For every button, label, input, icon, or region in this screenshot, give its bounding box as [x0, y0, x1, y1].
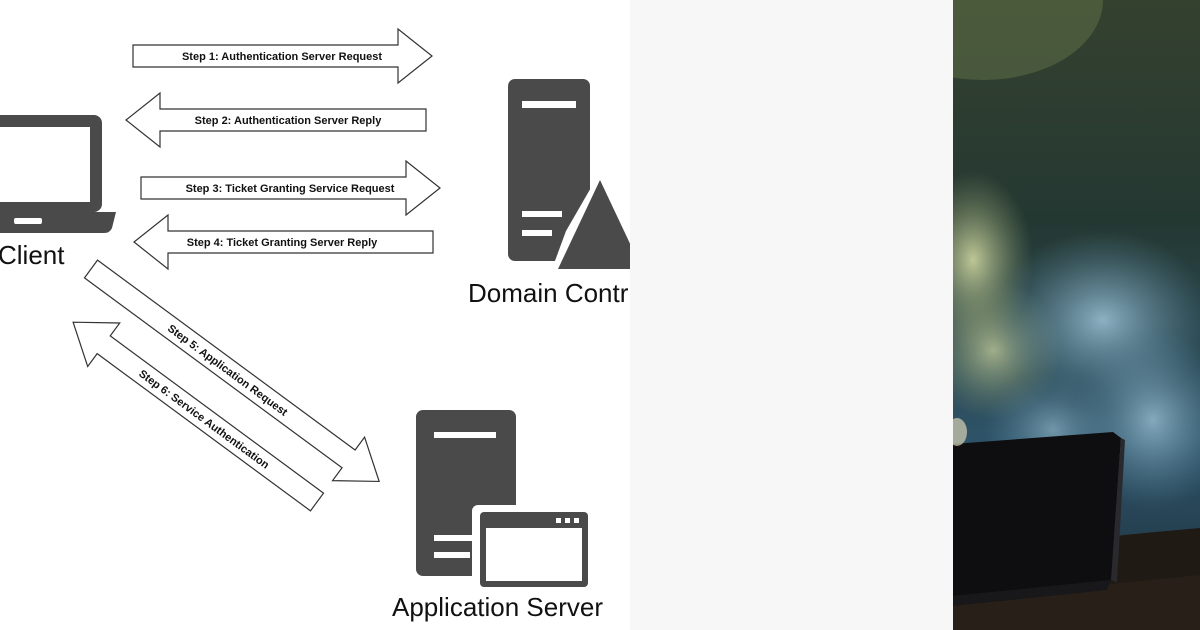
step-5-arrow: Step 5: Application Request	[83, 259, 380, 483]
client-label: Client	[0, 240, 65, 270]
domain-controller-label: Domain Contr	[468, 278, 629, 308]
step-2-arrow: Step 2: Authentication Server Reply	[125, 91, 427, 149]
step-2-label: Step 2: Authentication Server Reply	[195, 115, 383, 127]
step-3-label: Step 3: Ticket Granting Service Request	[186, 183, 395, 195]
domain-controller-server-icon	[508, 79, 630, 269]
step-4-arrow: Step 4: Ticket Granting Server Reply	[133, 213, 434, 271]
photo-canvas	[953, 0, 1200, 630]
step-1-label: Step 1: Authentication Server Request	[182, 51, 382, 63]
step-4-label: Step 4: Ticket Granting Server Reply	[187, 237, 378, 249]
step-1-arrow: Step 1: Authentication Server Request	[132, 27, 433, 85]
laptop-smoke-photo	[953, 0, 1200, 630]
kerberos-diagram: Step 1: Authentication Server Request St…	[0, 27, 630, 622]
diagram-canvas: Step 1: Authentication Server Request St…	[0, 27, 630, 622]
blank-panel	[630, 0, 953, 630]
application-server-icon	[416, 410, 596, 595]
application-server-label: Application Server	[392, 592, 603, 622]
laptop-screen	[953, 432, 1121, 596]
laptop-icon	[0, 115, 116, 233]
step-3-arrow: Step 3: Ticket Granting Service Request	[140, 159, 441, 217]
